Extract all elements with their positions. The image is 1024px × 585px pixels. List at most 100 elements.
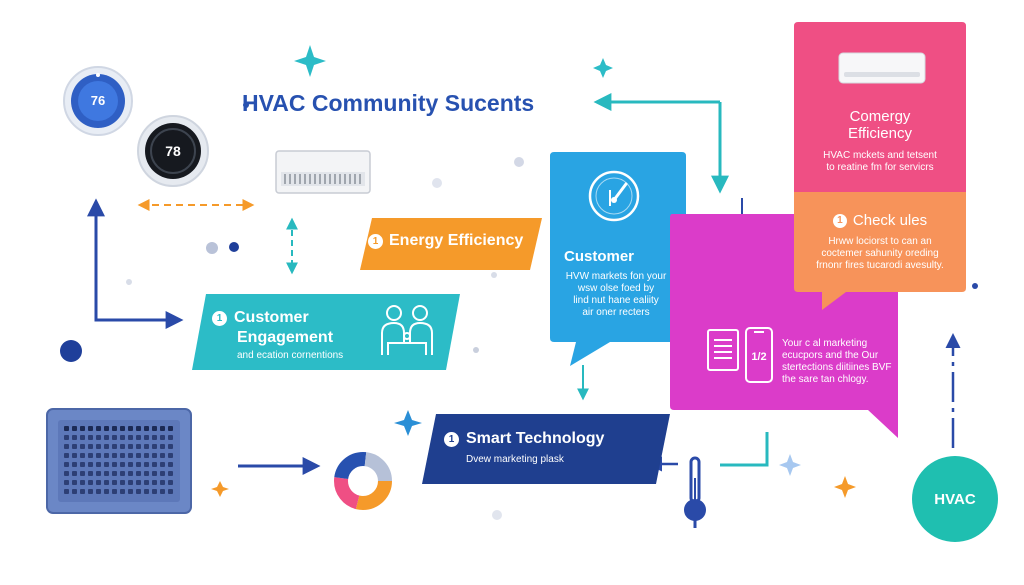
vent-slot [144, 471, 149, 476]
decor-dot [243, 102, 249, 108]
customer-engagement-card-shape [192, 294, 460, 370]
vent-slot [128, 426, 133, 431]
customer-card: Customer HVW markets fon your wsw olse f… [564, 248, 682, 319]
round-thermostat-icon: 76 [63, 66, 133, 136]
vent-slot [120, 444, 125, 449]
vent-slot [80, 426, 85, 431]
vent-slot [88, 426, 93, 431]
sparkle-icon [834, 476, 856, 498]
dark-thermostat-icon: 78 [137, 115, 209, 187]
vent-slot [168, 462, 173, 467]
customer-engagement-title-line2: Engagement [237, 329, 334, 346]
check-ules-line: frnonr fires tucarodi avesulty. [816, 260, 944, 271]
vent-slot [80, 435, 85, 440]
badge-icon: 1 [368, 233, 383, 249]
energy-efficiency-label: Energy Efficiency [389, 232, 524, 249]
vent-slot [128, 444, 133, 449]
decor-dot [229, 242, 239, 252]
vent-slot [136, 489, 141, 494]
vent-slot [128, 471, 133, 476]
vent-slot [168, 435, 173, 440]
badge-icon: 1 [444, 431, 459, 447]
customer-card-line: air oner recters [582, 307, 650, 318]
customer-engagement-title-line1: Customer [234, 309, 309, 326]
magenta-card-line: stertections diitiines BVF [782, 362, 892, 373]
vent-slot [64, 480, 69, 485]
vent-slot [128, 435, 133, 440]
round-thermostat-display: 76 [91, 93, 105, 108]
vent-slot [64, 471, 69, 476]
vent-slot [96, 480, 101, 485]
customer-engagement-subtitle: and ecation cornentions [237, 350, 344, 361]
gauge-icon [588, 170, 640, 222]
vent-slot [136, 471, 141, 476]
sparkle-icon [779, 454, 801, 476]
customer-engagement-card: 1 Customer Engagement and ecation cornen… [212, 309, 382, 361]
vent-slot [96, 462, 101, 467]
hvac-badge-label: HVAC [934, 490, 976, 508]
comergy-line: to reatine fm for servicrs [826, 162, 934, 173]
vent-slot [152, 426, 157, 431]
air-conditioner-icon [838, 52, 926, 84]
vent-slot [88, 435, 93, 440]
air-filter-icon [46, 408, 192, 514]
customer-card-line: lind nut hane ealiity [573, 295, 659, 306]
decor-dot [60, 340, 82, 362]
page-title: HVAC Community Sucents [242, 90, 535, 116]
decor-dot [432, 178, 442, 188]
comergy-card: Comergy Efficiency HVAC mckets and tetse… [796, 108, 964, 174]
vent-slot [160, 471, 165, 476]
vent-slot [104, 471, 109, 476]
vent-slot [112, 453, 117, 458]
vent-slot [72, 471, 77, 476]
vent-slot [168, 480, 173, 485]
decor-dot [491, 272, 497, 278]
vent-slot [72, 480, 77, 485]
air-conditioner-icon [275, 150, 371, 194]
vent-slot [64, 426, 69, 431]
vent-slot [64, 489, 69, 494]
vent-slot [120, 471, 125, 476]
comergy-title-line2: Efficiency [848, 125, 912, 142]
connector-arrow [720, 432, 769, 467]
vent-slot [88, 480, 93, 485]
vent-slot [152, 435, 157, 440]
sparkle-icon [294, 45, 326, 77]
check-ules-card: 1 Check ules Hrww lociorst to can an coc… [796, 212, 964, 272]
decor-dot [126, 279, 132, 285]
magenta-card: Your c al marketing ecucpors and the Our… [782, 338, 897, 386]
vent-slot [72, 435, 77, 440]
decor-dot [972, 283, 978, 289]
vent-slot [80, 489, 85, 494]
customer-card-line: wsw olse foed by [577, 283, 655, 294]
vent-slot [136, 444, 141, 449]
vent-slot [88, 444, 93, 449]
vent-slot [72, 444, 77, 449]
vent-slot [152, 453, 157, 458]
vent-slot [136, 426, 141, 431]
vent-slot [96, 444, 101, 449]
sparkle-icon [394, 410, 422, 436]
mobile-devices-icon: 1/2 [707, 327, 773, 383]
vent-slot [88, 462, 93, 467]
vent-slot [112, 480, 117, 485]
vent-slot [168, 453, 173, 458]
check-ules-line: coctemer sahunity oreding [821, 248, 939, 259]
vent-slot [72, 489, 77, 494]
vent-slot [104, 462, 109, 467]
vent-slot [112, 471, 117, 476]
vent-slot [104, 453, 109, 458]
vent-slot [128, 453, 133, 458]
vent-slot [80, 444, 85, 449]
vent-slot [144, 462, 149, 467]
vent-slot [120, 426, 125, 431]
vent-slot [160, 480, 165, 485]
vent-slot [168, 489, 173, 494]
vent-slot [88, 471, 93, 476]
vent-slot [64, 453, 69, 458]
sparkle-icon [211, 481, 229, 497]
vent-slot [104, 435, 109, 440]
vent-slot [136, 480, 141, 485]
vent-slot [152, 489, 157, 494]
